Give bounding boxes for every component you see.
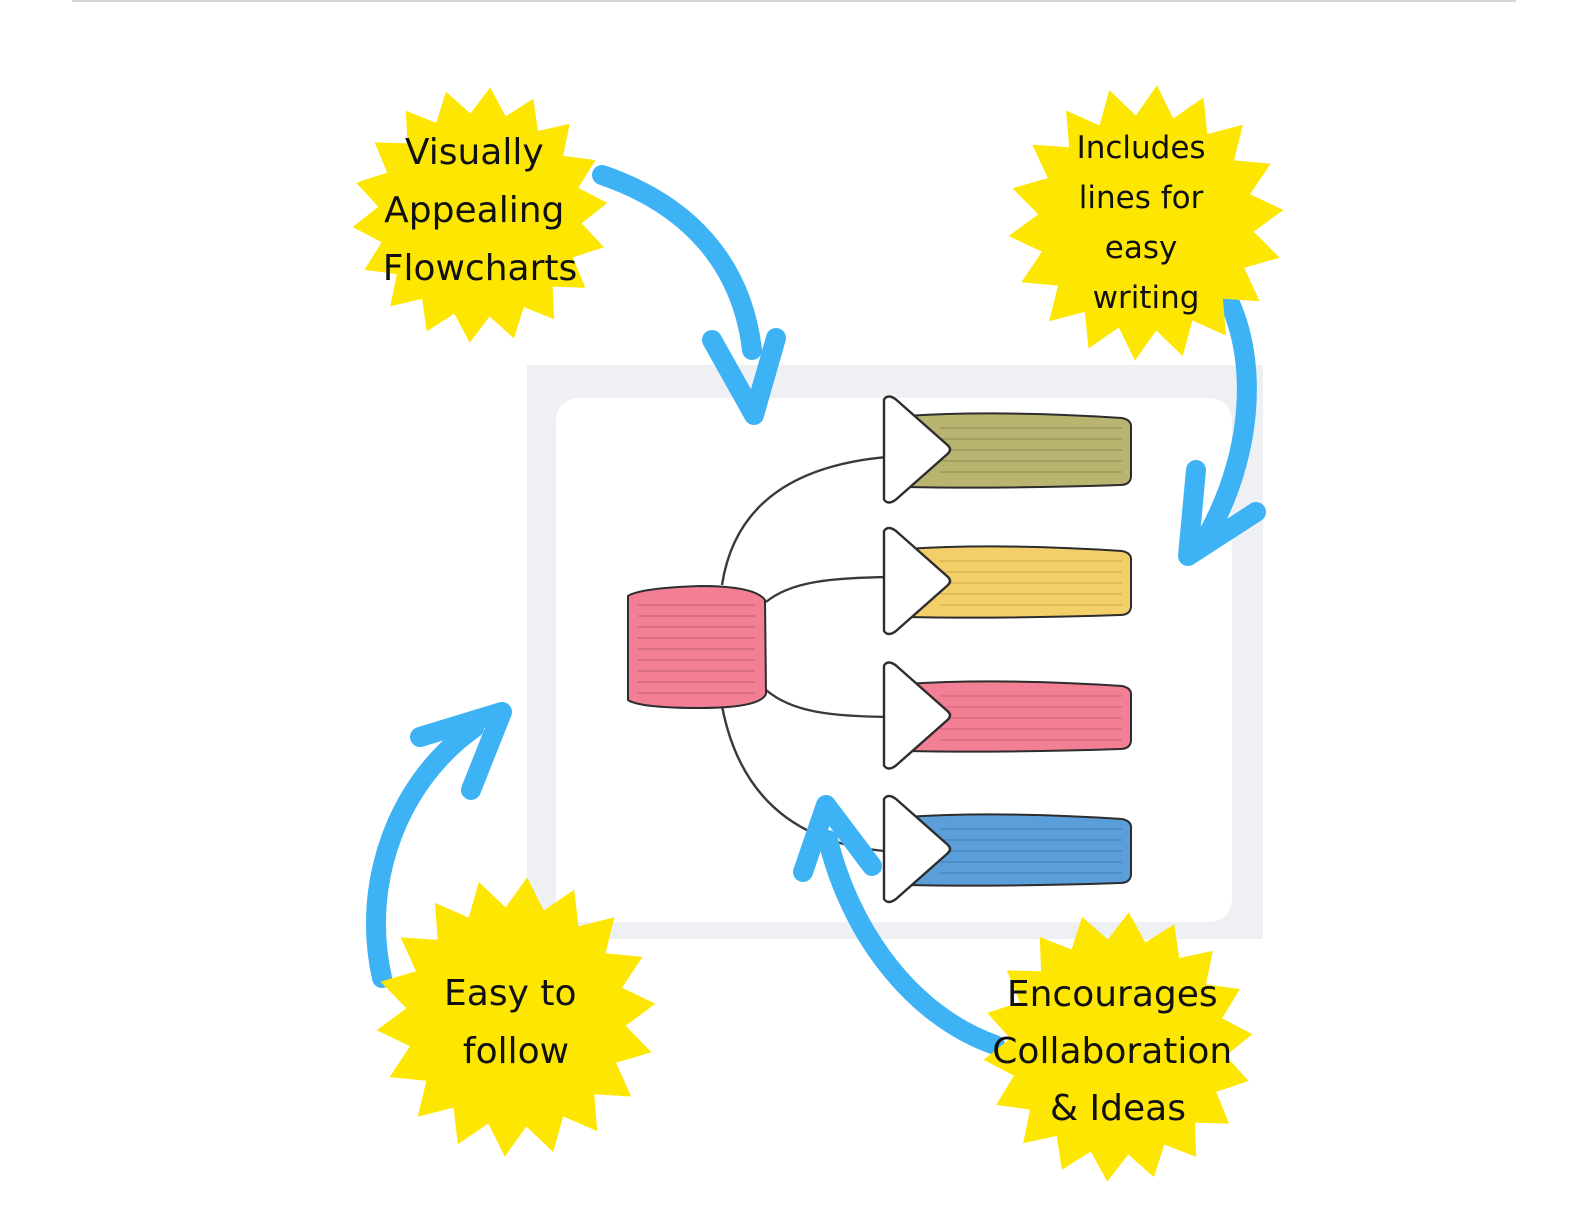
callout-arrows — [366, 165, 1266, 1055]
callout-line: Collaboration — [992, 1031, 1232, 1072]
branch-nodes — [882, 395, 1133, 904]
arrow-shaft — [592, 165, 762, 360]
callout-line: lines for — [1079, 180, 1204, 216]
starburst-icon — [352, 87, 608, 343]
frame-inner — [556, 398, 1232, 922]
callout-text: Includes lines for easy writing — [1077, 130, 1216, 316]
branch-pointer — [882, 526, 952, 636]
arrow-head — [410, 702, 512, 800]
callout-line: Includes — [1077, 130, 1206, 166]
branch-pointer — [882, 661, 952, 770]
branch-node — [882, 395, 1133, 504]
branch-pointer — [882, 794, 952, 904]
arrow-head — [1178, 460, 1266, 566]
curved-arrow-icon — [366, 702, 512, 988]
starburst-icon — [1008, 85, 1284, 361]
branch-node — [882, 794, 1133, 904]
callout-text: Visually Appealing Flowcharts — [383, 132, 578, 289]
branch-box — [904, 680, 1133, 753]
starburst-icon — [376, 877, 656, 1157]
callout-line: & Ideas — [1050, 1088, 1186, 1129]
callout-line: Visually — [405, 132, 544, 173]
callout-text: Encourages Collaboration & Ideas — [992, 974, 1243, 1129]
arrow-shaft — [818, 830, 1005, 1055]
starburst-icon — [983, 912, 1253, 1182]
arrow-head — [702, 328, 786, 425]
curved-arrow-icon — [592, 165, 786, 425]
callout-line: Flowcharts — [383, 248, 578, 289]
branch-node — [882, 661, 1133, 770]
callout-text: Easy to follow — [444, 973, 588, 1072]
callout-line: Easy to — [444, 973, 576, 1014]
connector-line — [765, 575, 901, 603]
connector-line — [765, 689, 901, 719]
callout-encourages-collaboration: Encourages Collaboration & Ideas — [983, 912, 1253, 1182]
curved-arrow-icon — [793, 795, 1005, 1055]
branch-box — [904, 813, 1133, 887]
branch-node — [882, 526, 1133, 636]
arrow-head — [793, 795, 882, 882]
branch-box — [904, 545, 1133, 619]
callout-line: easy — [1105, 230, 1178, 266]
callout-line: Appealing — [384, 190, 564, 231]
callout-line: follow — [463, 1031, 569, 1072]
callout-line: Encourages — [1007, 974, 1218, 1015]
connector-line — [720, 454, 901, 586]
callout-includes-lines: Includes lines for easy writing — [1008, 85, 1284, 361]
callout-visually-appealing: Visually Appealing Flowcharts — [352, 87, 608, 343]
arrow-shaft — [366, 718, 484, 988]
branch-pointer — [882, 395, 952, 504]
callout-easy-to-follow: Easy to follow — [376, 877, 656, 1157]
hub-node — [627, 584, 768, 710]
callout-line: writing — [1093, 280, 1200, 316]
